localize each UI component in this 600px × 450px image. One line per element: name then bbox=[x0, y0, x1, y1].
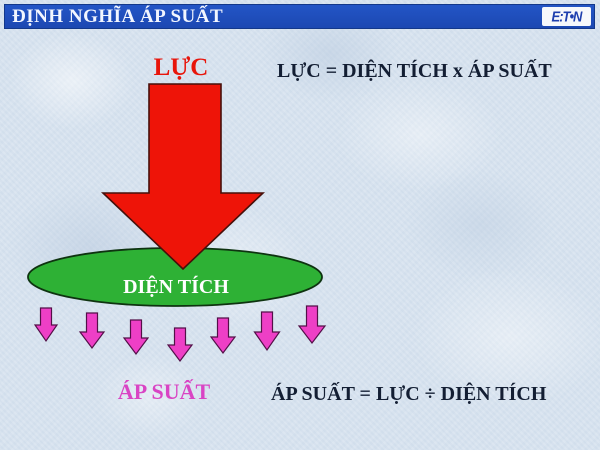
force-down-arrow-icon bbox=[100, 83, 266, 271]
area-label: DIỆN TÍCH bbox=[123, 276, 229, 298]
eaton-logo-text: E:T•N bbox=[551, 8, 583, 25]
top-equation: LỰC = DIỆN TÍCH x ÁP SUẤT bbox=[277, 60, 552, 82]
eaton-logo: E:T•N bbox=[542, 7, 591, 26]
bottom-equation: ÁP SUẤT = LỰC ÷ DIỆN TÍCH bbox=[271, 383, 547, 405]
force-label: LỰC bbox=[153, 54, 209, 81]
pressure-down-arrow-icon bbox=[78, 312, 106, 349]
title-bar: ĐỊNH NGHĨA ÁP SUẤT E:T•N bbox=[4, 4, 595, 29]
pressure-down-arrow-icon bbox=[297, 305, 327, 344]
pressure-down-arrow-icon bbox=[166, 327, 194, 362]
pressure-down-arrow-icon bbox=[122, 319, 150, 355]
slide-title: ĐỊNH NGHĨA ÁP SUẤT bbox=[12, 6, 224, 27]
pressure-down-arrow-icon bbox=[253, 311, 281, 352]
pressure-label: ÁP SUẤT bbox=[117, 379, 211, 404]
pressure-down-arrow-icon bbox=[209, 317, 237, 354]
pressure-arrows-group bbox=[33, 305, 327, 362]
pressure-down-arrow-icon bbox=[33, 307, 59, 343]
